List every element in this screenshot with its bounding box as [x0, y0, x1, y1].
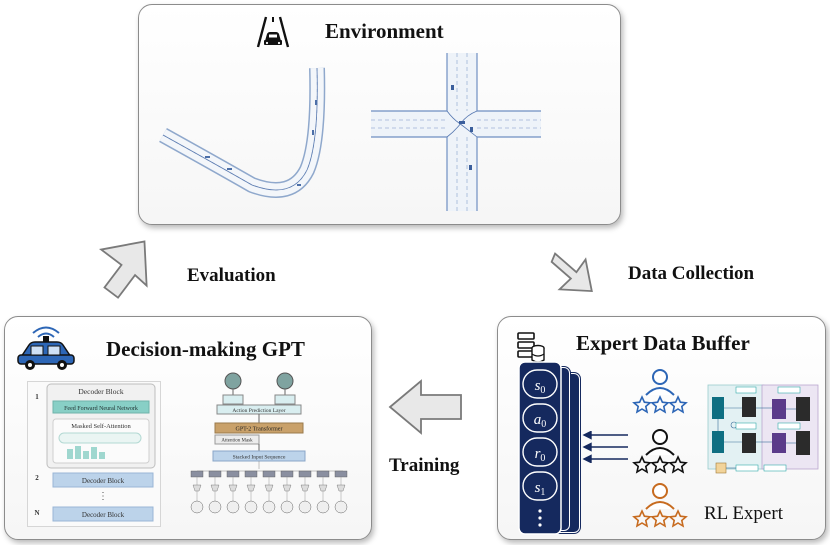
token-state-1: s1 — [535, 480, 546, 498]
ffn-label: Feed Forward Neural Network — [64, 406, 138, 412]
decoder-index-n: N — [34, 509, 39, 517]
block-arrow-icon — [388, 379, 462, 435]
block-arrow-icon — [99, 240, 148, 299]
decoder-block-n: Decoder Block — [82, 511, 125, 519]
expert-user-icon — [632, 369, 688, 414]
database-icon — [517, 332, 545, 363]
token-reward-0: r0 — [535, 446, 546, 464]
transformer-label: GPT-2 Transformer — [236, 426, 283, 433]
rl-expert-label: RL Expert — [704, 503, 783, 524]
decision-gpt-panel: Decision-making GPT Decoder Block 1 Feed… — [4, 316, 372, 540]
evaluation-label: Evaluation — [187, 265, 276, 286]
decoder-index-2: 2 — [35, 474, 39, 482]
data-flow-arrows — [582, 431, 628, 463]
mask-label: Attention Mask — [221, 439, 253, 444]
road-icon — [256, 16, 290, 48]
environment-title: Environment — [325, 19, 444, 43]
intersection-map — [371, 53, 541, 211]
attention-label: Masked Self-Attention — [71, 423, 131, 430]
token-state-0: s0 — [535, 378, 546, 396]
gpt-stack-diagram: Action Prediction Layer GPT-2 Transforme… — [190, 372, 348, 514]
expert-user-icon — [632, 483, 688, 528]
decoder-block-title: Decoder Block — [78, 387, 123, 396]
expert-buffer-panel: Expert Data Buffer s0 a0 r0 s1 — [497, 316, 826, 540]
action-layer-label: Action Prediction Layer — [232, 408, 285, 414]
token-action-0: a0 — [534, 412, 547, 430]
decoder-diagram: Decoder Block 1 Feed Forward Neural Netw… — [27, 381, 161, 527]
data-collection-label: Data Collection — [628, 263, 755, 284]
decision-gpt-title: Decision-making GPT — [106, 337, 305, 361]
expert-user-icon — [632, 429, 688, 474]
expert-buffer-title: Expert Data Buffer — [576, 331, 750, 355]
decoder-index-1: 1 — [35, 393, 39, 401]
training-label: Training — [389, 455, 460, 476]
input-seq-label: Stacked Input Sequence — [233, 455, 286, 461]
rl-expert-architecture-thumbnail — [707, 384, 819, 474]
environment-panel: Environment — [138, 4, 621, 225]
block-arrow-icon — [550, 252, 593, 293]
decoder-block-2: Decoder Block — [82, 477, 125, 485]
trajectory-sequence: s0 a0 r0 s1 — [518, 361, 562, 535]
autonomous-car-icon — [17, 326, 75, 370]
decoder-ellipsis: ⋮ — [98, 491, 108, 502]
curved-road-map — [159, 67, 326, 198]
